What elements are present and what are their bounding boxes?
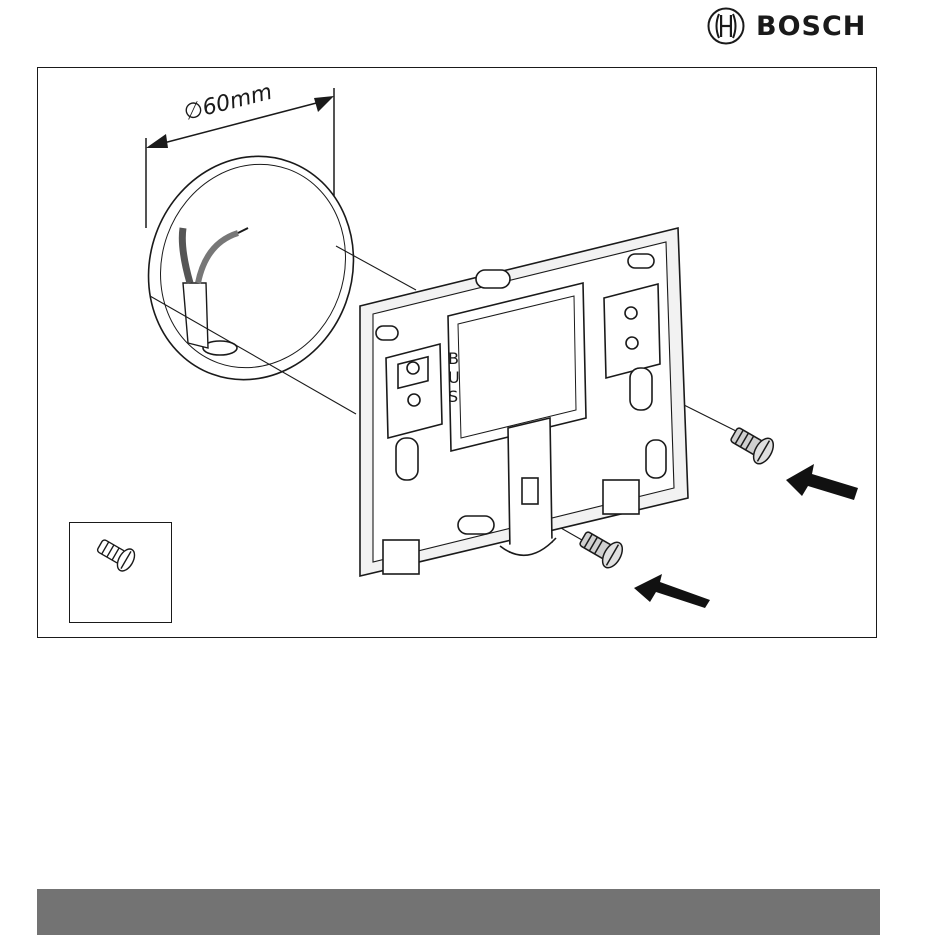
wall-opening (117, 127, 384, 408)
bosch-armature-icon (706, 6, 746, 46)
bus-label: B U S (448, 349, 460, 406)
installation-figure: ∅60mm (37, 67, 877, 638)
screw-icon (727, 422, 777, 467)
bus-letter-b: B (448, 349, 459, 368)
diameter-label: ∅60mm (181, 80, 274, 126)
screw-icon (576, 526, 626, 571)
mounting-plate-icon (360, 228, 688, 576)
screw-detail-inset (69, 522, 172, 623)
brand-logo: BOSCH (706, 6, 866, 46)
footer-bar (37, 889, 880, 935)
screw-icon (70, 523, 173, 624)
bus-letter-s: S (448, 387, 458, 406)
bus-letter-u: U (448, 368, 460, 387)
brand-name: BOSCH (756, 11, 866, 42)
